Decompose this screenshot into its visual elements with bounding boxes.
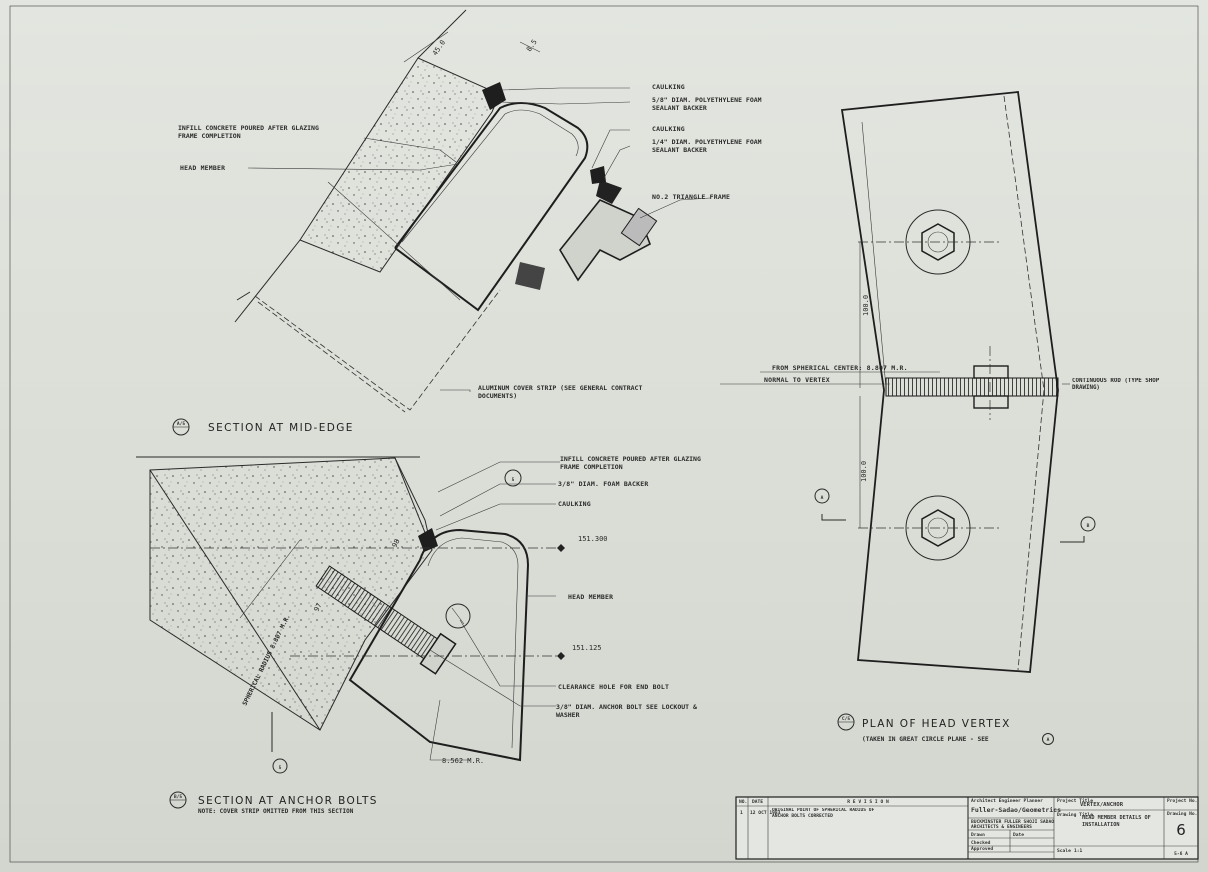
label-caulking-anchor: CAULKING [558, 500, 591, 508]
tb-project-label: Project Title [1057, 797, 1093, 804]
marker-mid-edge: A/5 [177, 421, 186, 427]
tb-firm-line3: ARCHITECTS & ENGINEERS [971, 824, 1032, 830]
dim-98: 98 [391, 538, 402, 549]
tb-header-revision: R E V I S I O N [847, 799, 889, 805]
clearance-hole [445, 603, 471, 629]
tb-rev-date: 12 OCT 1983 [750, 810, 781, 816]
label-normal-to-vertex: NORMAL TO VERTEX [764, 376, 830, 384]
elev-bottom: 151.125 [572, 644, 602, 652]
tb-header-no: NO. [739, 799, 747, 805]
label-clearance-hole: CLEARANCE HOLE FOR END BOLT [558, 683, 669, 691]
label-foam-backer-top: 5/8" DIAM. POLYETHYLENE FOAM SEALANT BAC… [652, 96, 762, 112]
section-anchor-bolts: SPHERICAL RADIUS 8.807 M.R. 97 98 151.30… [136, 455, 701, 815]
ref-marker-right [1080, 516, 1096, 532]
tb-architect-label: Architect Engineer Planner [971, 798, 1043, 804]
tb-drawn-label: Drawn [971, 832, 985, 838]
label-infill-anchor: INFILL CONCRETE POURED AFTER GLAZING FRA… [560, 455, 701, 471]
tb-firm: Fuller-Sadao/Geometrics [971, 806, 1061, 814]
title-block: NO. DATE R E V I S I O N 1 12 OCT 1983 O… [735, 796, 1199, 860]
label-caulking-mid: CAULKING [652, 125, 685, 133]
triangle-frame [559, 199, 652, 282]
tb-firm-line2: BUCKMINSTER FULLER SHOJI SADAO [971, 819, 1054, 825]
tb-date-label: Date [1013, 832, 1024, 838]
label-caulking-top: CAULKING [652, 83, 685, 91]
ref-marker-left [814, 488, 830, 504]
tb-checked-label: Checked [971, 840, 991, 846]
sheet-border [9, 5, 1199, 863]
tb-drawing-label: Drawing Title [1057, 812, 1093, 818]
label-head-member-mid: HEAD MEMBER [180, 164, 225, 172]
infill-concrete-anchor [149, 457, 433, 731]
subtitle-plan: (TAKEN IN GREAT CIRCLE PLANE - SEE [862, 736, 989, 743]
section-mid-edge: 45.0 8.5 CAULKING 5/8" DIAM. POLYETHYLEN… [172, 9, 762, 436]
title-section-mid-edge: SECTION AT MID-EDGE [208, 422, 354, 434]
label-head-member-anchor: HEAD MEMBER [568, 593, 613, 601]
ref-marker-bottom [272, 758, 288, 774]
ref-marker-circle [504, 469, 522, 487]
dim-top-100: 100.0 [862, 295, 870, 316]
tb-scale-label: Scale [1057, 848, 1071, 854]
svg-text:5: 5 [512, 477, 515, 483]
svg-text:A: A [821, 495, 824, 501]
dim-bottom-100: 100.0 [860, 461, 868, 482]
label-anchor-bolt: 3/8" DIAM. ANCHOR BOLT SEE LOCKOUT & WAS… [556, 703, 697, 719]
svg-text:5: 5 [279, 765, 282, 771]
plan-head-vertex: 100.0 100.0 FROM SPHERICAL CENTER: 8.807… [720, 91, 1160, 745]
tb-header-date: DATE [752, 799, 763, 805]
caulking-anchor [418, 528, 438, 552]
anchor-bolt [315, 565, 457, 675]
dim-bottom-radius: 8.562 M.R. [442, 757, 484, 765]
label-from-spherical-center: FROM SPHERICAL CENTER: 8.807 M.R. [772, 364, 908, 372]
subtitle-ref: A [1047, 737, 1050, 743]
label-continuous-rod: CONTINUOUS ROD (TYPE SHOP DRAWING) [1072, 378, 1160, 391]
tb-approved-label: Approved [971, 846, 993, 852]
elev-top: 151.300 [578, 535, 608, 543]
dim-gap-mid: 8.5 [525, 38, 539, 53]
tb-drawing-no-label: Drawing No. [1167, 811, 1197, 817]
continuous-rod [885, 377, 1059, 397]
marker-plan: C/5 [842, 716, 851, 722]
caulking-top [482, 82, 506, 110]
head-member-mid [394, 102, 589, 312]
tb-sheet-code: 5-6 A [1174, 851, 1188, 857]
tb-rev-no: 1 [740, 810, 743, 816]
tb-drawing-value: HEAD MEMBER DETAILS OF INSTALLATION [1082, 815, 1151, 828]
title-section-anchor-bolts: SECTION AT ANCHOR BOLTS [198, 795, 378, 807]
label-infill-mid: INFILL CONCRETE POURED AFTER GLAZING FRA… [178, 124, 319, 140]
vertex-plate-outline [840, 91, 1059, 673]
tb-project-no-label: Project No. [1167, 797, 1197, 804]
label-foam-backer-mid: 1/4" DIAM. POLYETHYLENE FOAM SEALANT BAC… [652, 138, 762, 154]
cover-strip [254, 289, 501, 411]
label-cover-strip: ALUMINUM COVER STRIP (SEE GENERAL CONTRA… [478, 384, 643, 400]
label-foam-backer-anchor: 3/8" DIAM. FOAM BACKER [558, 480, 649, 488]
svg-text:B: B [1087, 523, 1090, 529]
infill-concrete-mid [299, 57, 499, 273]
label-triangle-frame: NO.2 TRIANGLE FRAME [652, 193, 730, 201]
dim-97: 97 [313, 602, 324, 613]
dim-thickness-mid: 45.0 [431, 39, 447, 57]
tb-rev-text: ORIGINAL POINT OF SPHERICAL RADIUS OF AN… [772, 808, 875, 819]
title-plan-head-vertex: PLAN OF HEAD VERTEX [862, 718, 1011, 730]
tb-drawing-no: 6 [1176, 821, 1186, 839]
marker-anchor-bolts: B/5 [174, 794, 183, 800]
tb-scale-value: 1:1 [1074, 848, 1083, 854]
tb-project-value: VERTEX/ANCHOR [1080, 802, 1124, 808]
note-cover-strip-omitted: NOTE: COVER STRIP OMITTED FROM THIS SECT… [198, 808, 354, 815]
